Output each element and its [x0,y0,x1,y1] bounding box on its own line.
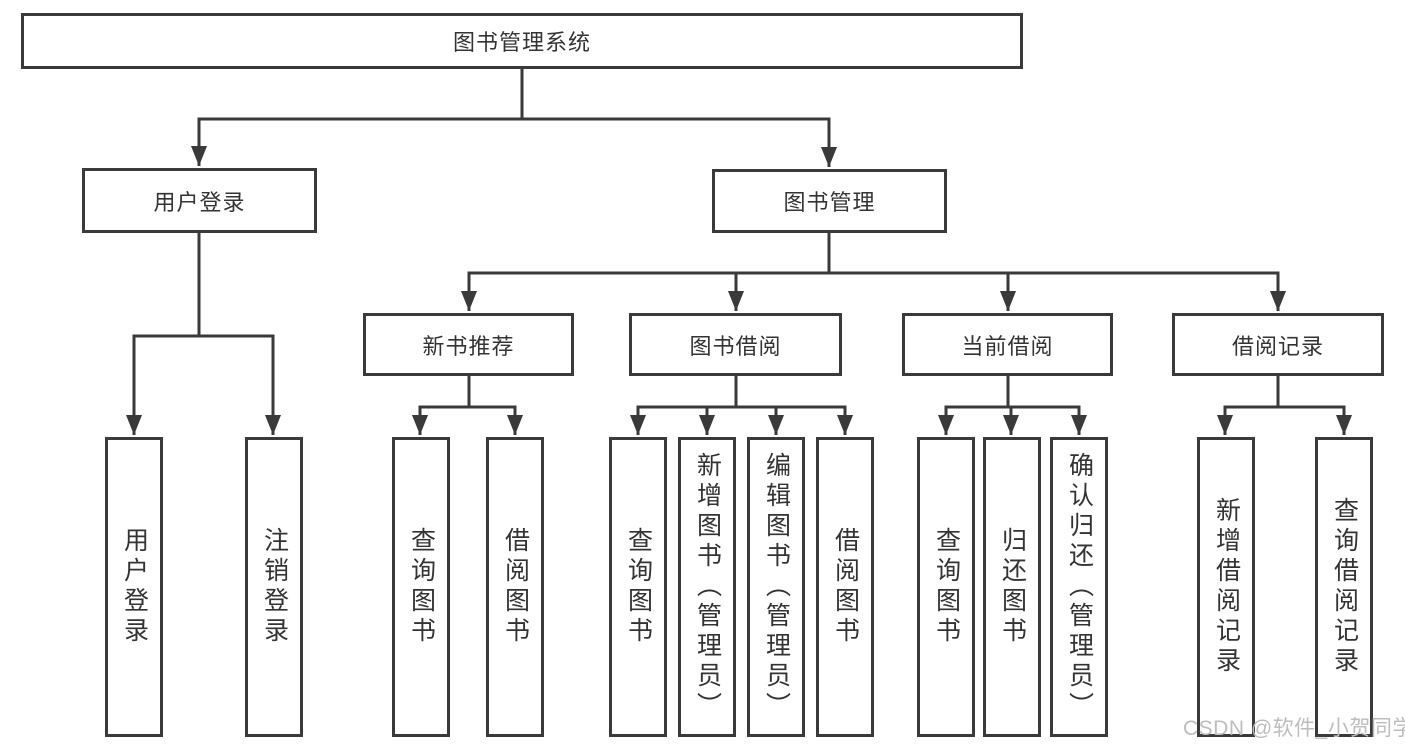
leaf-borrow-book-recommend: 借阅图书 [486,437,544,737]
leaf-query-books-recommend: 查询图书 [392,437,450,737]
node-book-borrow: 图书借阅 [629,313,842,376]
leaf-user-login: 用户登录 [105,437,163,737]
leaf-borrow-book: 借阅图书 [816,437,874,737]
connector-current-borrow-children [938,376,1087,435]
node-borrow-records: 借阅记录 [1172,313,1384,376]
leaf-query-borrow-record: 查询借阅记录 [1315,437,1373,737]
connector-book-management-children [461,233,1286,311]
csdn-watermark: CSDN @软件_小贺同学 [1183,717,1405,740]
leaf-edit-book-admin: 编辑图书（管理员） [747,437,805,737]
connector-book-borrow-children [630,376,853,435]
node-book-management: 图书管理 [712,169,947,233]
connector-borrow-records-children [1217,376,1352,435]
node-current-borrow: 当前借阅 [902,313,1113,376]
node-new-book-recommend: 新书推荐 [363,313,574,376]
leaf-add-borrow-record: 新增借阅记录 [1197,437,1255,737]
leaf-query-books-borrow: 查询图书 [609,437,667,737]
leaf-return-book: 归还图书 [983,437,1041,737]
leaf-add-book-admin: 新增图书（管理员） [678,437,736,737]
connector-root-to-level2 [191,69,837,167]
connector-new-book-children [412,376,523,435]
connector-user-login-children [126,233,281,435]
leaf-confirm-return-admin: 确认归还（管理员） [1050,437,1108,737]
leaf-logout: 注销登录 [245,437,303,737]
node-root-system: 图书管理系统 [21,13,1023,69]
node-user-login: 用户登录 [82,168,317,233]
leaf-query-books-current: 查询图书 [917,437,975,737]
